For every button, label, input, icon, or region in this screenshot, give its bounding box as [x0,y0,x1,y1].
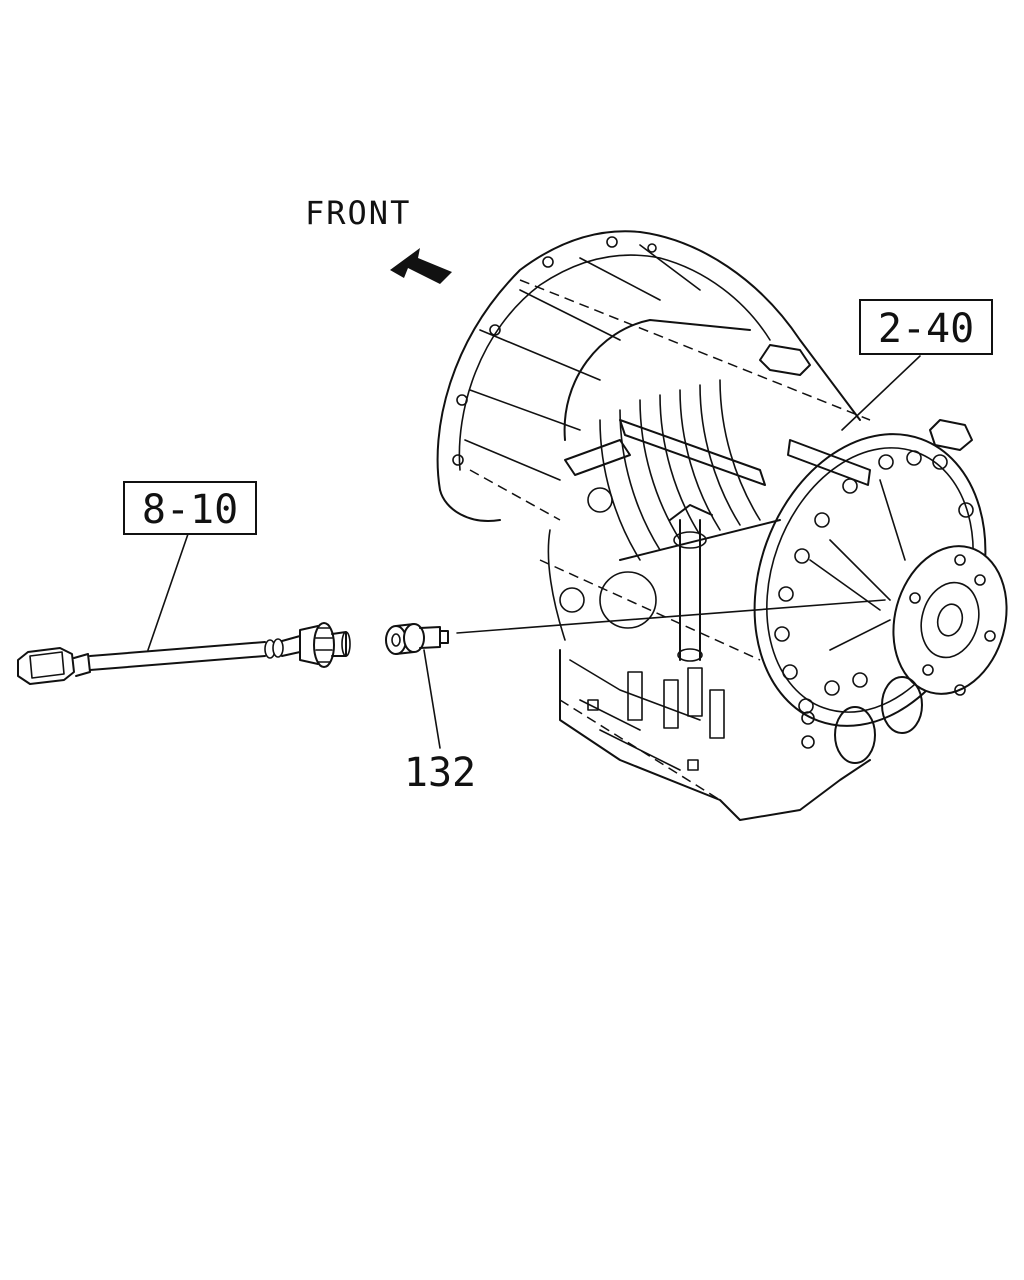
front-label: FRONT [305,194,411,232]
sensor-plug [385,623,449,655]
callout-harness-text: 8-10 [142,487,238,533]
transmission-assembly [436,230,1008,821]
callout-transmission-text: 2-40 [878,306,974,352]
callout-transmission: 2-40 [859,299,993,355]
front-arrow-icon [390,248,452,284]
callout-speed-sensor-harness: 8-10 [123,481,257,535]
leader-transmission [841,355,921,431]
leader-plug [423,649,441,749]
speed-sensor-harness [17,622,351,685]
installation-line [456,599,886,634]
callout-plug-text: 132 [404,750,476,796]
leader-harness [147,533,189,651]
